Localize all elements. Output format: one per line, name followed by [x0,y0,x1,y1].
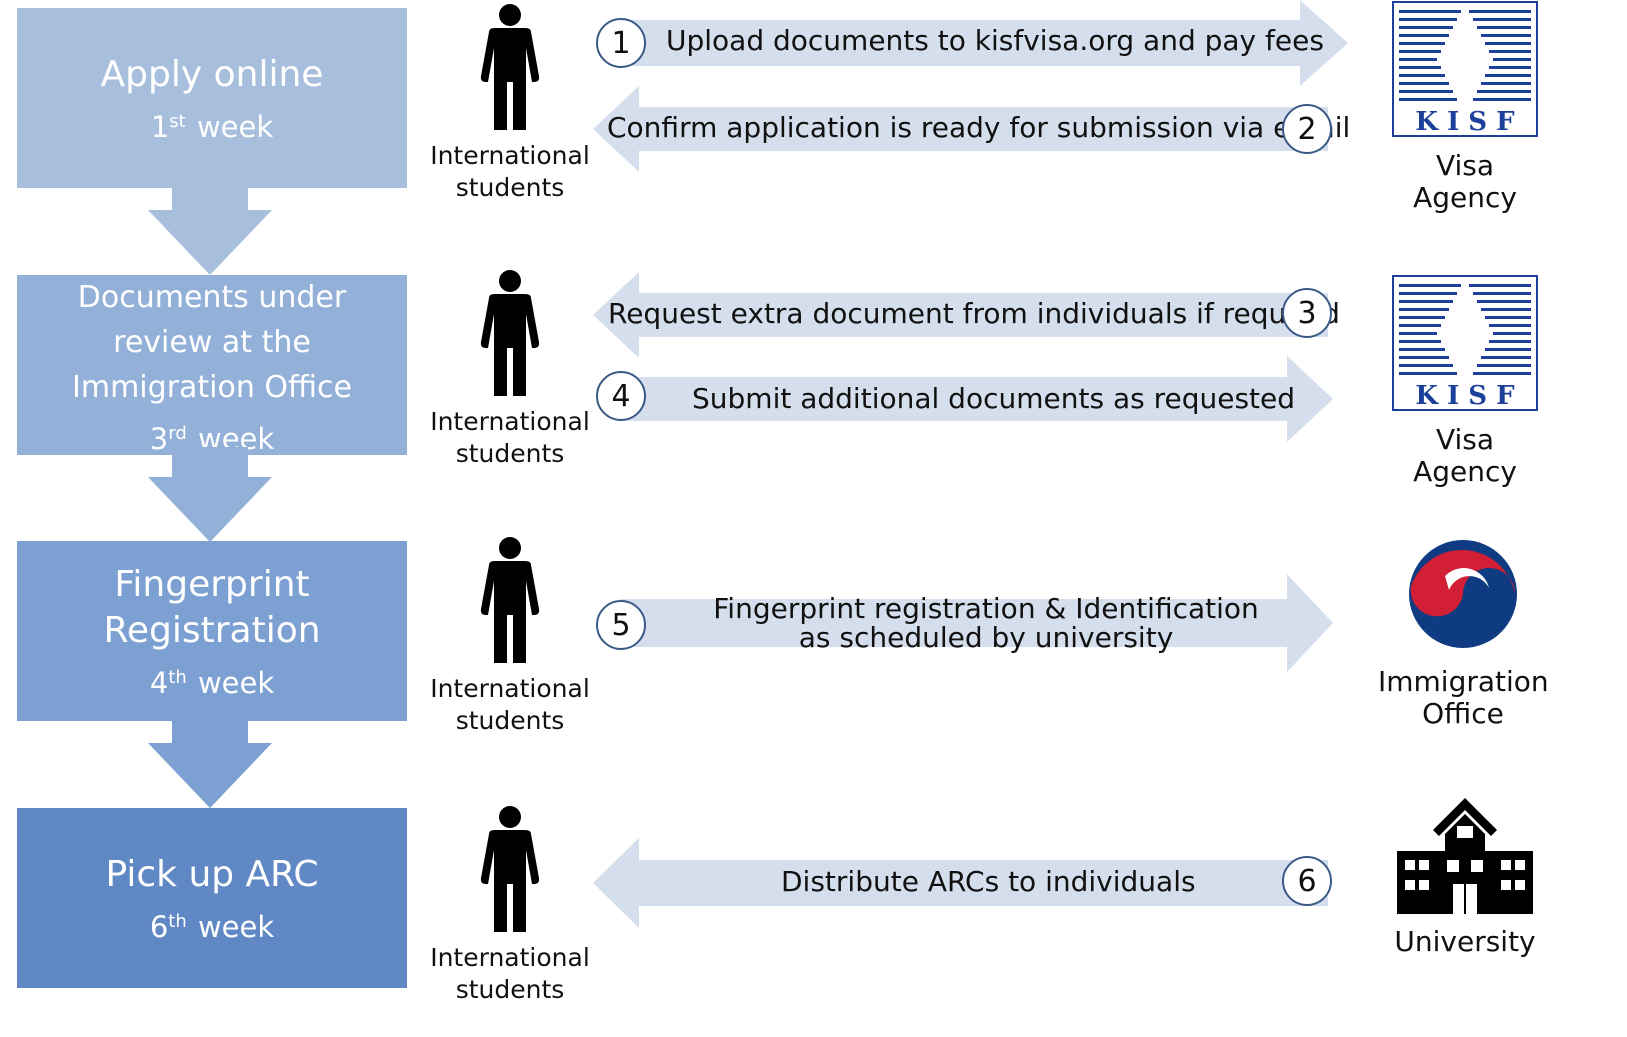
student-figure-4: International students [420,804,600,1006]
step-2-arrow: Confirm application is ready for submiss… [593,86,1350,172]
left-arrow-shape [593,86,1328,172]
visa-agency-1: K I S F Visa Agency [1380,0,1550,214]
entity-label-line2: Office [1422,697,1504,730]
step-6-arrow: Distribute ARCs to individuals [593,838,1328,928]
entity-label: University [1394,925,1536,958]
svg-text:K I S F: K I S F [1415,381,1515,411]
stage-title: Documents under review at the Immigratio… [72,279,352,405]
stage-week: 1st week [150,110,274,144]
stage-title: Fingerprint Registration [103,564,321,651]
step-text: Upload documents to kisfvisa.org and pay… [666,24,1324,57]
svg-text:K I S F: K I S F [1415,107,1515,137]
stage-fingerprint: Fingerprint Registration 4th week [17,541,407,721]
step-3-arrow: Request extra document from individuals … [593,272,1340,358]
stage-title: Apply online [100,54,324,95]
student-label: International students [430,407,590,468]
student-figure-2: International students [420,268,600,470]
step-1-arrow: Upload documents to kisfvisa.org and pay… [620,0,1350,86]
university: University [1380,796,1550,958]
down-arrow-1 [148,180,272,275]
step-text: Confirm application is ready for submiss… [607,111,1351,144]
stage-apply-online: Apply online 1st week [17,8,407,188]
person-icon [480,270,540,396]
step-text: Request extra document from individuals … [608,297,1340,330]
step-number: 6 [1282,856,1332,906]
step-text-line2: as scheduled by university [798,621,1174,654]
kisf-logo-icon: K I S F [1392,275,1538,411]
stage-week: 6th week [149,910,275,944]
student-label: International students [430,141,590,202]
step-text: Distribute ARCs to individuals [781,865,1196,898]
down-arrow-3 [148,713,272,808]
step-text: Submit additional documents as requested [692,382,1296,415]
student-label: International students [430,943,590,1004]
immigration-office: Immigration Office [1378,536,1549,730]
down-arrow-2 [148,447,272,542]
step-number: 5 [596,600,646,650]
entity-label: Visa Agency [1413,149,1517,214]
student-figure-3: International students [420,535,600,737]
right-arrow-shape [620,356,1333,442]
person-icon [480,4,540,130]
step-number: 1 [596,18,646,68]
kisf-logo-icon: K I S F [1392,1,1538,137]
step-4-arrow: Submit additional documents as requested [620,356,1335,442]
student-figure-1: International students [420,2,600,204]
right-arrow-shape [620,0,1348,86]
school-building-icon [1397,798,1533,914]
step-5-arrow: Fingerprint registration & Identificatio… [620,574,1335,672]
left-arrow-shape [593,272,1328,358]
person-icon [480,537,540,663]
step-number: 3 [1282,288,1332,338]
student-label: International students [430,674,590,735]
visa-agency-2: K I S F Visa Agency [1380,274,1550,488]
stage-pick-up-arc: Pick up ARC 6th week [17,808,407,988]
stage-week: 4th week [149,666,275,700]
entity-label-line1: Immigration [1378,665,1549,698]
step-number: 2 [1282,104,1332,154]
stage-documents-review: Documents under review at the Immigratio… [17,275,407,456]
taegeuk-emblem-icon [1409,540,1517,648]
step-number: 4 [596,371,646,421]
person-icon [480,806,540,932]
stage-title: Pick up ARC [105,854,319,895]
step-text-line1: Fingerprint registration & Identificatio… [713,592,1259,625]
entity-label: Visa Agency [1413,423,1517,488]
right-arrow-shape [620,574,1333,672]
left-arrow-shape [593,838,1328,928]
